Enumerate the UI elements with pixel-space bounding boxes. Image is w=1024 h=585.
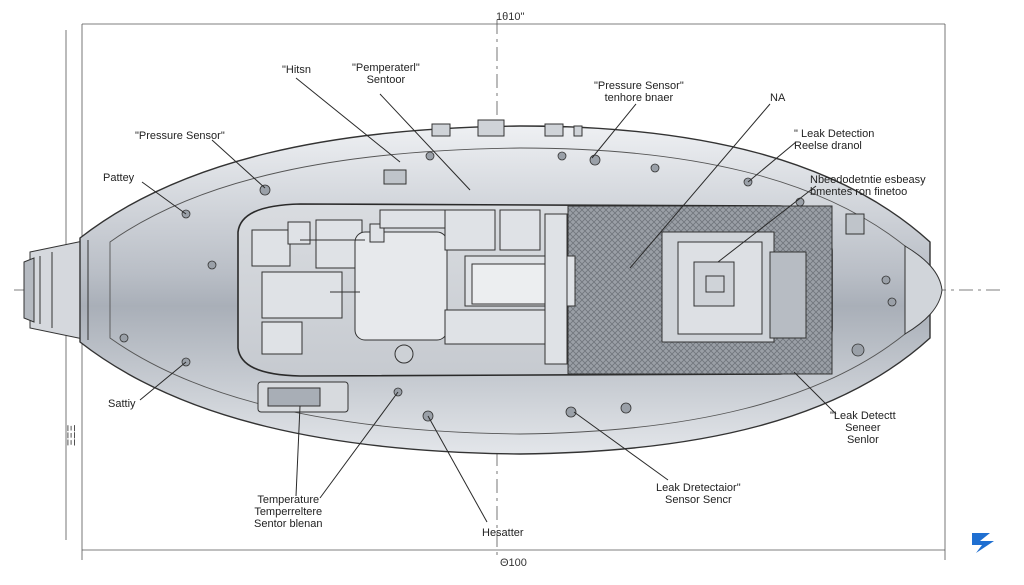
label-pressure-left: "Pressure Sensor": [135, 130, 225, 142]
top-vent: [383, 169, 407, 185]
label-leak-bottom: Leak Dretectaior" Sensor Sencr: [656, 482, 741, 506]
dimension-top: 1θ10": [496, 11, 525, 23]
side-hatch: [257, 381, 349, 413]
brand-arrow-icon: [972, 533, 994, 553]
dimension-left: ΞΞΞ: [66, 424, 78, 446]
label-pressure-top: "Pressure Sensor" tenhore bnaer: [594, 80, 684, 104]
label-leak-right: "Leak Detectt Seneer Senlor: [830, 410, 896, 446]
label-na: NA: [770, 92, 786, 104]
leader-lines: [139, 77, 837, 523]
label-hitsn: "Hitsn: [282, 64, 311, 76]
label-hesatter: Hesatter: [482, 527, 524, 539]
label-pattey: Pattey: [103, 172, 135, 184]
label-temperature-top: "Pemperaterl" Sentoor: [352, 62, 420, 86]
dimension-bottom: Θ100: [500, 557, 527, 569]
bow-cap: [904, 245, 943, 335]
aft-equipment: [251, 209, 576, 365]
label-leak-detection-top: " Leak Detection Reelse dranol: [794, 128, 875, 152]
forward-equipment: [661, 231, 807, 343]
label-temperature-bottom: Temperature Temperreltere Sentor blenan: [254, 494, 323, 530]
label-note: Nbeedodetntie esbeasy bmentes ron fineto…: [810, 174, 926, 198]
bow-fitting: [845, 213, 865, 235]
top-fittings: [431, 119, 583, 137]
label-sattiy: Sattiy: [108, 398, 136, 410]
stern-nozzle: [23, 239, 89, 341]
